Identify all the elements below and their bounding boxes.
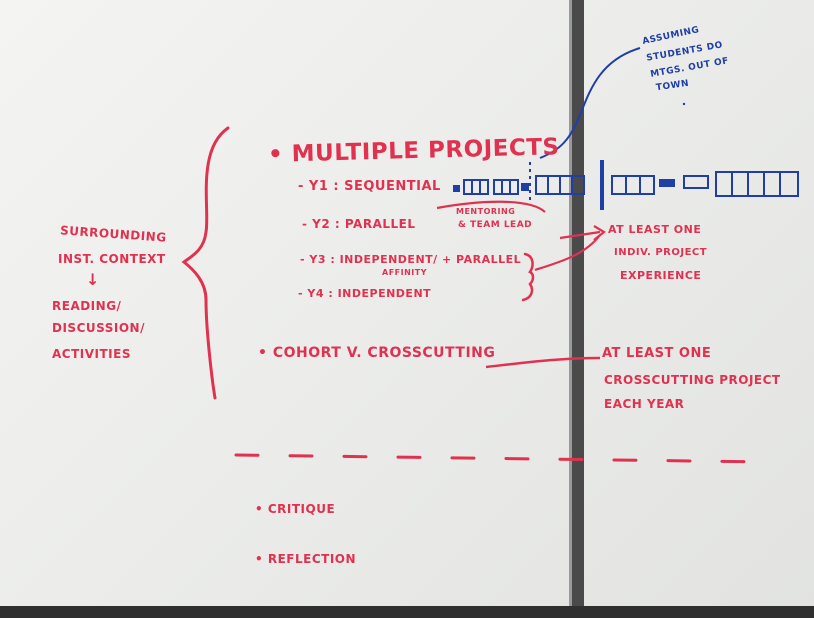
crosscutting-arrow: [485, 356, 601, 369]
assuming-connector: [539, 47, 641, 159]
board-frame: [0, 606, 814, 618]
arrow-head: [593, 225, 606, 241]
reflection-item: • REFLECTION: [255, 552, 357, 566]
timeline-block-5: [683, 175, 709, 189]
year-3-line: - Y3 : INDEPENDENT/ + PARALLEL: [300, 253, 522, 266]
mentoring-note-line1: MENTORING: [456, 207, 516, 216]
dashed-divider: [234, 453, 772, 464]
timeline-blocks: [453, 160, 799, 210]
large-brace: [181, 126, 230, 400]
small-brace: [521, 252, 535, 302]
individual-note-line2: INDIV. PROJECT: [614, 247, 708, 258]
individual-arrow-line-2: [559, 230, 601, 240]
year-2-line: - Y2 : PARALLEL: [302, 217, 416, 231]
timeline-dot-3: [659, 179, 675, 187]
timeline-block-2: [493, 179, 519, 195]
board-seam: [572, 0, 584, 618]
mentoring-note-line2: & TEAM LEAD: [458, 220, 533, 230]
discussion-label: DISCUSSION/: [52, 321, 145, 335]
individual-note-line3: EXPERIENCE: [620, 269, 702, 282]
inst-context-label: INST. CONTEXT: [58, 252, 166, 266]
crosscutting-note-line3: EACH YEAR: [604, 397, 685, 411]
year-3-subline: AFFINITY: [382, 268, 428, 277]
activities-label: ACTIVITIES: [52, 347, 131, 361]
timeline-block-4: [611, 175, 655, 195]
timeline-dot: [453, 185, 460, 192]
timeline-block-6: [715, 171, 799, 197]
cohort-line: • COHORT V. CROSSCUTTING: [258, 345, 496, 361]
year-1-line: - Y1 : SEQUENTIAL: [298, 179, 441, 194]
individual-note-line1: AT LEAST ONE: [608, 223, 702, 236]
board-seam-edge: [569, 0, 572, 618]
individual-arrow-line: [534, 234, 601, 272]
critique-item: • CRITIQUE: [255, 502, 336, 516]
blue-dot: [682, 102, 686, 106]
crosscutting-note-line2: CROSSCUTTING PROJECT: [604, 373, 781, 387]
mentoring-connector: [436, 200, 546, 213]
year-4-line: - Y4 : INDEPENDENT: [298, 287, 432, 300]
down-arrow-icon: ↓: [86, 270, 100, 289]
timeline-block-1: [463, 179, 489, 195]
crosscutting-note-line1: AT LEAST ONE: [602, 346, 712, 361]
reading-label: READING/: [52, 299, 122, 313]
timeline-dot-2: [521, 183, 529, 191]
